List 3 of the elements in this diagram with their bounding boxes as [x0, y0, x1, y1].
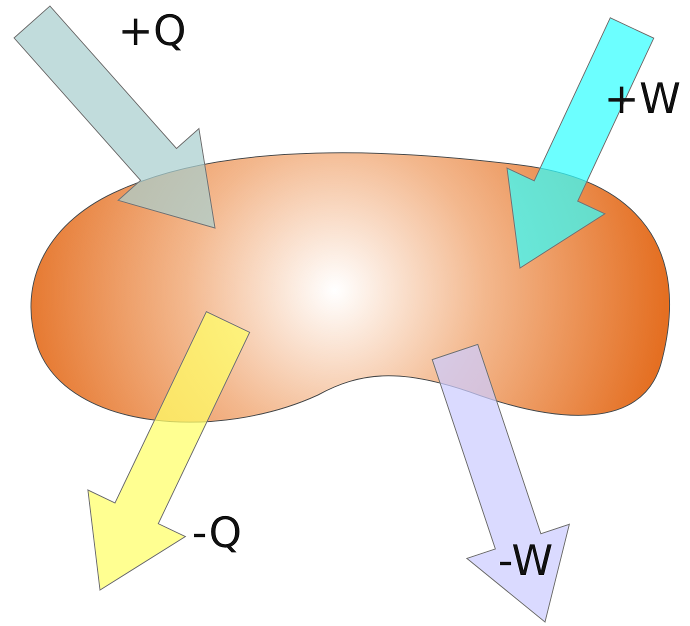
flow-label: +Q	[118, 10, 186, 52]
flow-label: -W	[498, 540, 553, 582]
flow-label: -Q	[192, 512, 242, 554]
